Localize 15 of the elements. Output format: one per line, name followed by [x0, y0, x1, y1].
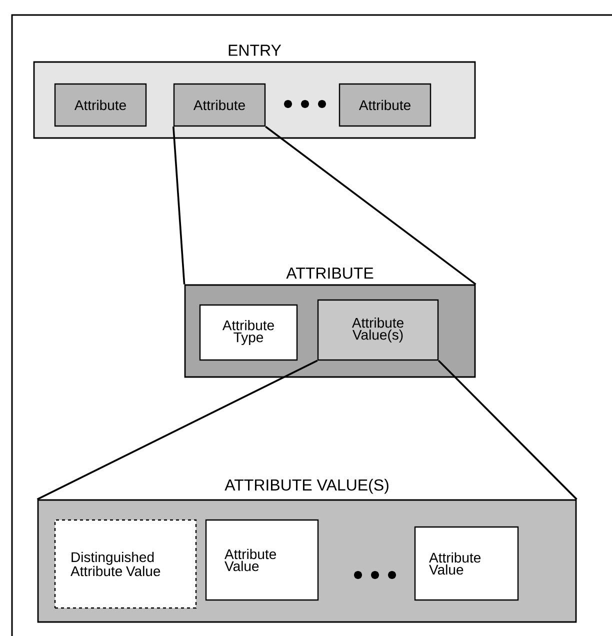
- node-label: ENTRY: [228, 44, 282, 56]
- attribute-box: Attribute Value: [205, 519, 319, 601]
- zoom-line: [265, 126, 476, 286]
- node-label: ATTRIBUTE VALUE(S): [224, 478, 388, 494]
- zoom-line: [438, 360, 578, 500]
- attribute-box: Attribute: [173, 83, 266, 127]
- attribute-box: Attribute Type: [199, 304, 298, 361]
- attribute-box: Attribute: [54, 83, 147, 127]
- node-label: ATTRIBUTE: [286, 268, 374, 279]
- attribute-box: Attribute Value(s): [317, 299, 439, 361]
- zoom-line: [172, 126, 186, 284]
- attribute-box: Distinguished Attribute Value: [54, 519, 197, 609]
- attribute-box: Attribute: [338, 83, 432, 127]
- zoom-line: [36, 360, 318, 500]
- attribute-box: Attribute Value: [414, 526, 519, 601]
